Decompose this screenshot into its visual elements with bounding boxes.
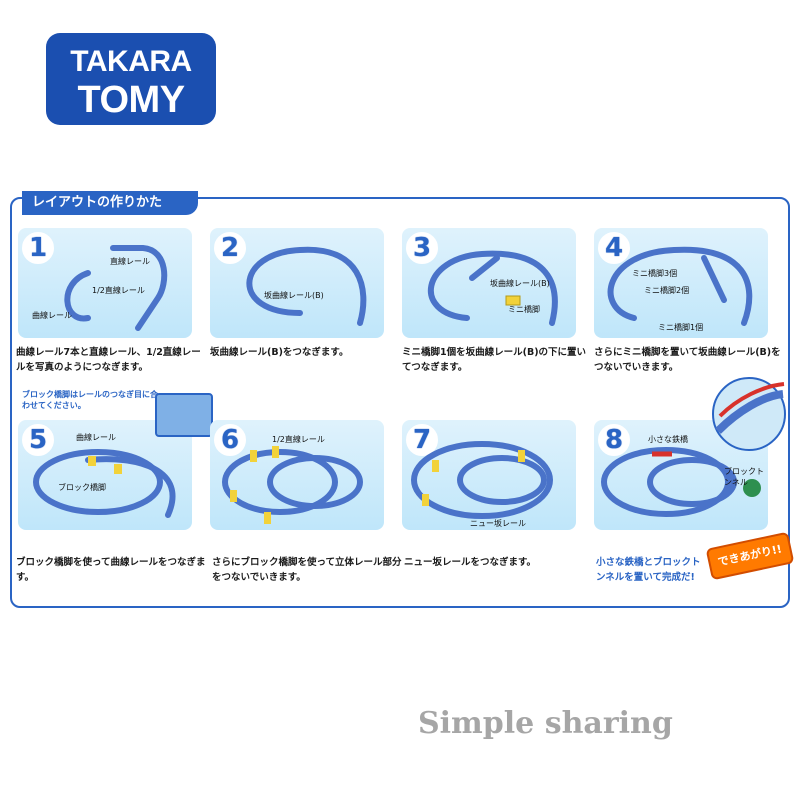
- step-1-label-c: 曲線レール: [32, 311, 72, 320]
- step-panel-6: 6 1/2直線レール: [210, 420, 384, 530]
- step-panel-4: 4 ミニ橋脚3個 ミニ橋脚2個 ミニ橋脚1個: [594, 228, 768, 338]
- step-caption-6: さらにブロック橋脚を使って立体レール部分をつないでいきます。: [212, 557, 402, 583]
- step-2-label-a: 坂曲線レール(B): [264, 291, 324, 300]
- step-caption-5: ブロック橋脚を使って曲線レールをつなぎます。: [16, 557, 206, 583]
- bridge-detail-inset: [712, 377, 786, 451]
- step-caption-3: ミニ橋脚1個を坂曲線レール(B)の下に置いてつなぎます。: [402, 347, 587, 373]
- step-caption-7: ニュー坂レールをつなぎます。: [404, 557, 537, 568]
- track-illustration-8: [601, 447, 761, 517]
- step-caption-2: 坂曲線レール(B)をつなぎます。: [210, 347, 349, 358]
- step-6-label-a: 1/2直線レール: [272, 435, 325, 444]
- step-number-3: 3: [406, 232, 438, 264]
- connection-zoom-inset: [155, 393, 213, 437]
- step-panel-5: 5 曲線レール ブロック橋脚: [18, 420, 192, 530]
- step-number-6: 6: [214, 424, 246, 456]
- logo-line-1: TAKARA: [70, 45, 192, 78]
- step-number-8: 8: [598, 424, 630, 456]
- step-4-label-b: ミニ橋脚2個: [644, 286, 690, 295]
- step-3-label-a: 坂曲線レール(B): [490, 279, 550, 288]
- step-1-label-b: 1/2直線レール: [92, 286, 145, 295]
- step-5-label-a: 曲線レール: [76, 433, 116, 442]
- step-panel-1: 1 直線レール 1/2直線レール 曲線レール: [18, 228, 192, 338]
- brand-logo: TAKARA TOMY: [46, 33, 216, 125]
- track-illustration-5: [33, 449, 176, 518]
- step-5-label-b: ブロック橋脚: [58, 483, 106, 492]
- step-caption-8: 小さな鉄橋とブロックトンネルを置いて完成だ!: [596, 557, 701, 583]
- track-illustration-3: [427, 250, 558, 326]
- track-illustration-4: [607, 246, 753, 326]
- track-illustration-7: [411, 441, 553, 519]
- step-4-label-c: ミニ橋脚1個: [658, 323, 704, 332]
- step-number-4: 4: [598, 232, 630, 264]
- sheet-title: レイアウトの作りかた: [22, 191, 198, 215]
- track-illustration-1: [64, 245, 168, 331]
- track-illustration-2: [246, 246, 367, 326]
- step-8-label-a: 小さな鉄橋: [648, 435, 688, 444]
- step-caption-4: さらにミニ橋脚を置いて坂曲線レール(B)をつないでいきます。: [594, 347, 781, 373]
- step-panel-3: 3 坂曲線レール(B) ミニ橋脚: [402, 228, 576, 338]
- step-panel-7: 7 ニュー坂レール: [402, 420, 576, 530]
- step-panel-2: 2 坂曲線レール(B): [210, 228, 384, 338]
- step-4-label-a: ミニ橋脚3個: [632, 269, 678, 278]
- connection-tip-callout: ブロック橋脚はレールのつなぎ目に合わせてください。: [22, 389, 158, 411]
- step-number-5: 5: [22, 424, 54, 456]
- step-caption-1: 曲線レール7本と直線レール、1/2直線レールを写真のようにつなぎます。: [16, 347, 201, 373]
- step-number-7: 7: [406, 424, 438, 456]
- step-8-label-b: ブロックトンネル: [724, 467, 764, 487]
- watermark-text: Simple sharing: [418, 706, 673, 741]
- step-1-label-a: 直線レール: [110, 257, 150, 266]
- step-number-1: 1: [22, 232, 54, 264]
- logo-line-2: TOMY: [77, 79, 185, 121]
- track-illustration-6: [222, 446, 363, 524]
- step-3-label-b: ミニ橋脚: [508, 305, 540, 314]
- step-number-2: 2: [214, 232, 246, 264]
- step-7-label-a: ニュー坂レール: [470, 519, 526, 528]
